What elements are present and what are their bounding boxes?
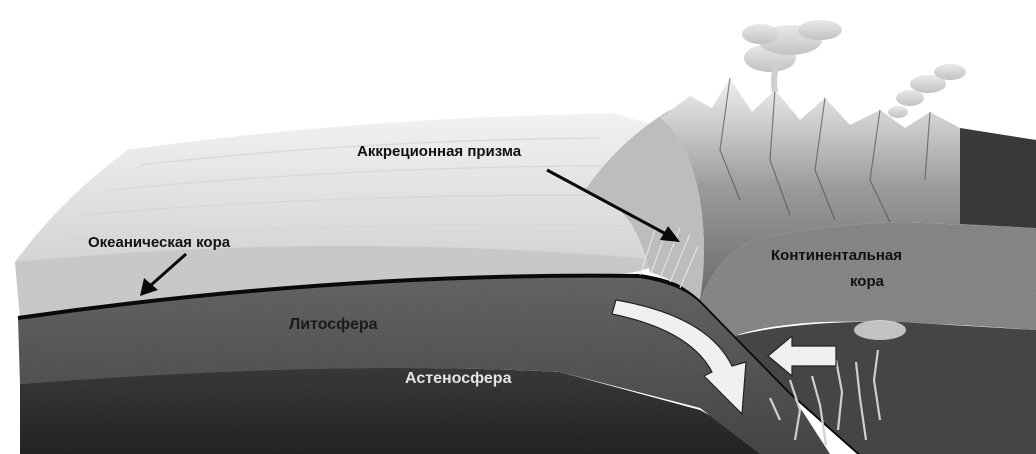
continental-block-right xyxy=(960,128,1036,228)
asthenosphere-label: Астеносфера xyxy=(405,370,511,388)
volcano-plume-stem xyxy=(774,62,778,92)
continental-crust-label-line1: Континентальная xyxy=(771,247,902,265)
continental-crust-label-line2: кора xyxy=(850,273,884,291)
accretionary-prism-label: Аккреционная призма xyxy=(357,143,521,161)
oceanic-crust-label: Океаническая кора xyxy=(88,234,230,252)
lithosphere-label: Литосфера xyxy=(289,316,378,334)
magma-chamber xyxy=(854,320,906,340)
